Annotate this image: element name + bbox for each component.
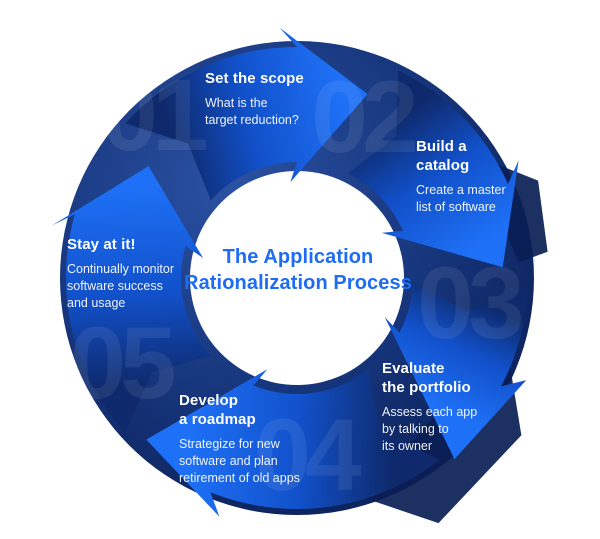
arrows [51,27,528,517]
step-2: Build a catalog Create a master list of … [416,138,536,216]
step-numbers: 01 02 03 04 05 [69,58,528,512]
step-number-1: 01 [101,58,206,172]
step-4-desc: Strategize for new software and plan ret… [179,436,300,485]
step-number-2: 02 [311,60,415,174]
step-3-desc: Assess each app by talking to its owner [382,404,478,453]
arrow-2 [347,70,519,268]
step-1: Set the scope What is the target reducti… [205,70,335,129]
step-5-title: Stay at it! [67,236,136,253]
step-4-title: Develop a roadmap [179,392,256,428]
step-number-3: 03 [417,246,522,360]
step-3: Evaluate the portfolio Assess each app b… [382,360,512,455]
step-number-4: 04 [254,398,362,512]
arrow-3 [384,282,528,460]
step-1-desc: What is the target reduction? [205,95,299,127]
step-2-desc: Create a master list of software [416,182,506,214]
diagram-title: The Application Rationalization Process [184,246,412,295]
step-number-5: 05 [69,306,174,420]
step-1-title: Set the scope [205,70,304,87]
step-2-title: Build a catalog [416,138,470,174]
arrow-5 [51,166,211,433]
step-3-title: Evaluate the portfolio [382,360,471,396]
arrow-4 [146,369,440,517]
step-5-desc: Continually monitor software success and… [67,261,174,310]
arrow-1 [125,27,368,201]
step-4: Develop a roadmap Strategize for new sof… [179,392,349,487]
step-5: Stay at it! Continually monitor software… [67,236,207,312]
